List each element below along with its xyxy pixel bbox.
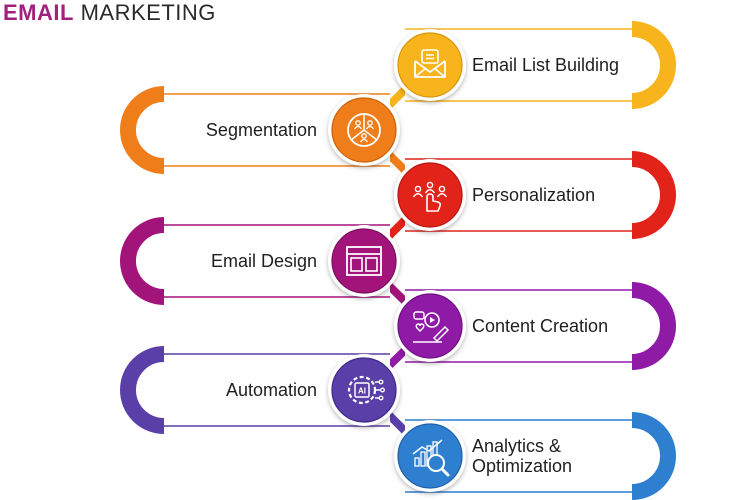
step-automation: AI Automation (120, 346, 400, 434)
step-analytics-optimization: Analytics &Optimization (394, 412, 676, 500)
analytics-icon (412, 439, 450, 477)
step-personalization: Personalization (394, 151, 676, 239)
step-badge (398, 163, 462, 227)
step-segmentation: Segmentation (120, 86, 400, 174)
step-label: Analytics &Optimization (472, 436, 572, 476)
step-label: Email List Building (472, 55, 619, 75)
step-email-list-building: Email List Building (394, 21, 676, 109)
step-content-creation: Content Creation (394, 282, 676, 370)
step-badge (398, 33, 462, 97)
step-email-design: Email Design (120, 217, 400, 305)
step-badge (332, 358, 396, 422)
step-label: Content Creation (472, 316, 608, 336)
step-label: Automation (226, 380, 317, 400)
ai-automation-icon: AI (347, 375, 385, 405)
page-title: EMAIL MARKETING (3, 0, 216, 26)
title-strong: EMAIL (3, 0, 74, 25)
title-light: MARKETING (80, 0, 216, 25)
step-label: Segmentation (206, 120, 317, 140)
step-label: Email Design (211, 251, 317, 271)
personalization-icon (412, 181, 448, 212)
svg-text:AI: AI (358, 387, 366, 396)
step-badge (332, 229, 396, 293)
layout-icon (346, 246, 382, 276)
segmentation-icon (347, 113, 381, 147)
envelope-icon (414, 49, 446, 78)
step-label: Personalization (472, 185, 595, 205)
content-creation-icon (413, 311, 450, 343)
